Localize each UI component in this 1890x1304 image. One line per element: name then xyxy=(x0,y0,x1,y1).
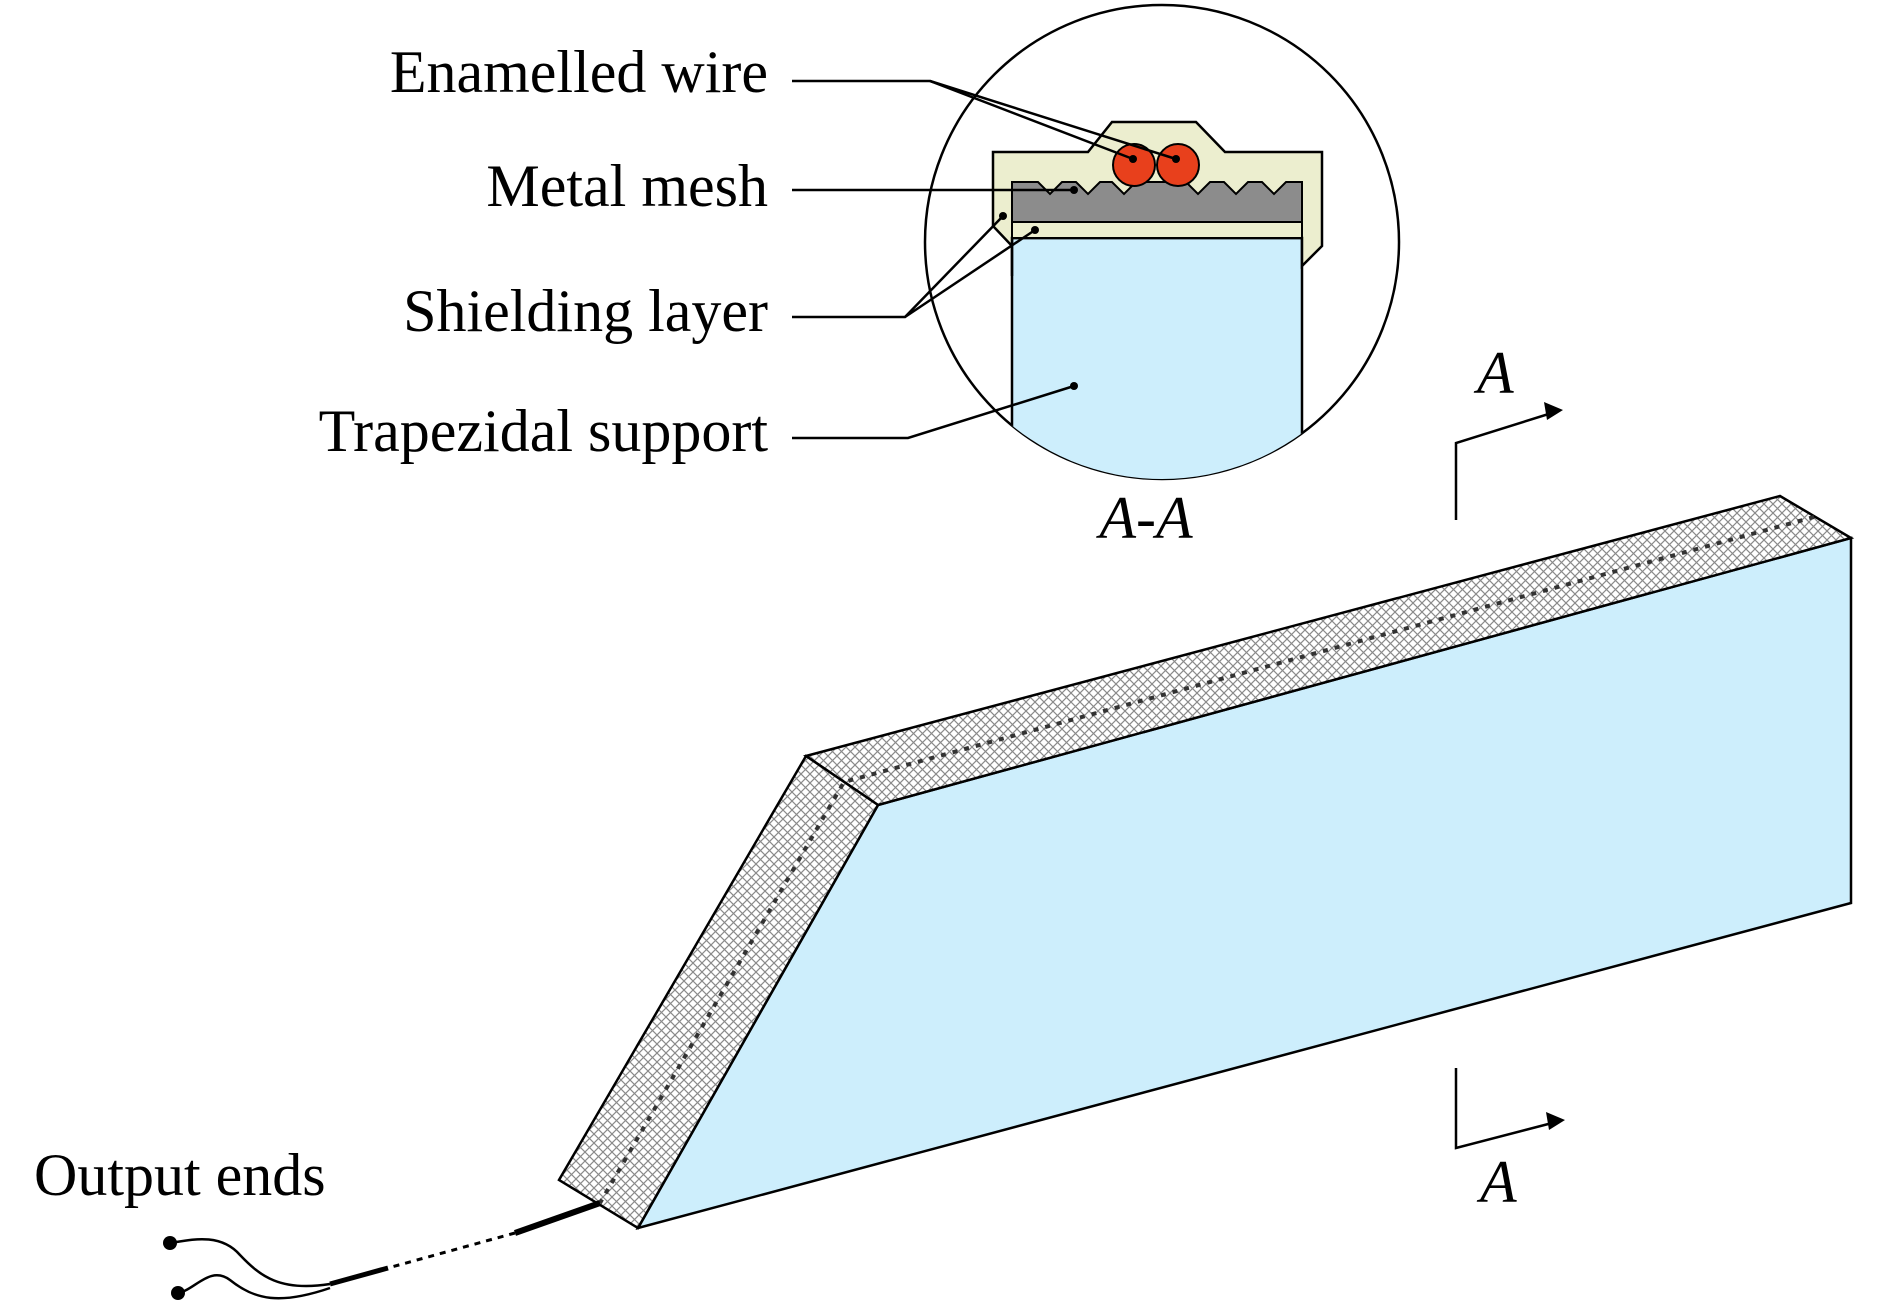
section-marker-top-label: A xyxy=(1473,340,1514,406)
shielding-inner-strip xyxy=(1011,221,1303,239)
support-cross-section xyxy=(1010,236,1304,479)
label-enamelled-wire: Enamelled wire xyxy=(390,39,768,105)
section-marker-bottom: A xyxy=(1454,1068,1565,1215)
output-leads xyxy=(163,1200,601,1300)
bar-slope-face xyxy=(557,754,880,1230)
trapezoidal-bar xyxy=(557,494,1855,1230)
section-caption: A-A xyxy=(1095,485,1193,551)
leader-lines xyxy=(792,79,1180,440)
section-marker-bottom-label: A xyxy=(1476,1149,1517,1215)
label-trapezoidal-support: Trapezidal support xyxy=(319,398,769,464)
section-marker-top: A xyxy=(1454,340,1563,520)
label-shielding-layer: Shielding layer xyxy=(403,278,768,344)
enamelled-wire-2 xyxy=(1156,143,1200,187)
output-terminal-2 xyxy=(171,1286,185,1300)
output-terminal-1 xyxy=(163,1236,177,1250)
label-metal-mesh: Metal mesh xyxy=(486,153,768,219)
metal-mesh-shape xyxy=(1011,181,1303,223)
label-output-ends: Output ends xyxy=(34,1142,326,1208)
cross-section-detail xyxy=(923,3,1401,481)
